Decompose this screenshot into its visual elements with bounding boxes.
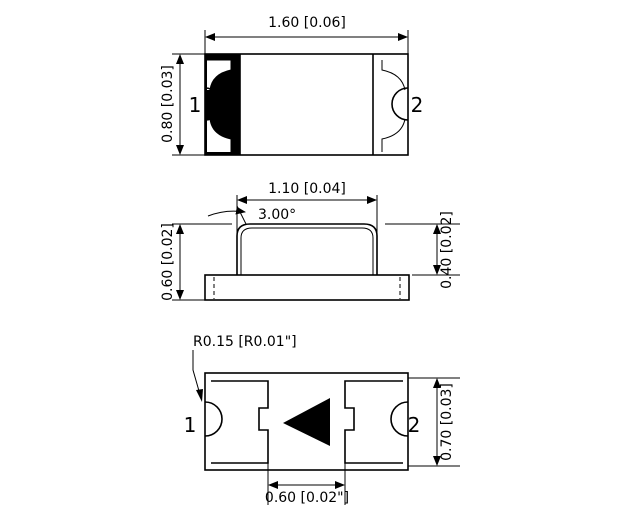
- width-dimension-label: 1.60 [0.06]: [268, 15, 346, 31]
- side-view: 1.10 [0.04] 3.00° 0.60 [0.02] 0.40 [0.02…: [160, 181, 460, 301]
- draft-angle-line: [236, 205, 247, 225]
- lens-dome-inner-line: [240, 227, 374, 275]
- dome-width-dimension-label: 1.10 [0.04]: [268, 181, 346, 197]
- radius-leader-arrow: [196, 389, 203, 402]
- left-terminal-contour: [207, 59, 232, 152]
- anode-pad-outline: [211, 380, 269, 464]
- cathode-marking: [205, 54, 240, 155]
- left-terminal-notch: [204, 87, 222, 121]
- polarity-triangle-icon: [283, 398, 330, 446]
- pad-height-dimension-label: 0.70 [0.03]: [439, 383, 455, 461]
- right-terminal-contour: [381, 60, 406, 152]
- draft-angle-arc: [207, 206, 246, 217]
- substrate-outline: [204, 274, 410, 301]
- height-dimension-label: 0.80 [0.03]: [160, 65, 176, 143]
- draft-angle-label: 3.00°: [258, 207, 296, 223]
- pad-gap-dimension-label: 0.60 [0.02"]: [265, 490, 349, 506]
- lens-dome-outline: [236, 223, 378, 275]
- bottom-body-outline: [204, 372, 409, 471]
- left-pad-notch: [204, 401, 223, 437]
- cathode-pad-outline: [344, 380, 403, 464]
- pin-2-label: 2: [411, 93, 424, 117]
- top-view: 1.60 [0.06] 0.80 [0.03] 1 2: [160, 15, 424, 156]
- radius-callout-label: R0.15 [R0.01"]: [193, 334, 297, 350]
- bottom-view: R0.15 [R0.01"] 1 2 0.60 [0.02"] 0.70 [0.…: [184, 334, 460, 506]
- right-terminal-notch: [391, 87, 409, 121]
- dome-height-dimension-label: 0.40 [0.02]: [439, 211, 455, 289]
- total-height-dimension-label: 0.60 [0.02]: [160, 223, 176, 301]
- radius-leader-line: [192, 350, 202, 399]
- pin-2-label: 2: [408, 413, 421, 437]
- right-pad-notch: [390, 401, 409, 437]
- pin-1-label: 1: [184, 413, 197, 437]
- pin-1-label: 1: [189, 93, 202, 117]
